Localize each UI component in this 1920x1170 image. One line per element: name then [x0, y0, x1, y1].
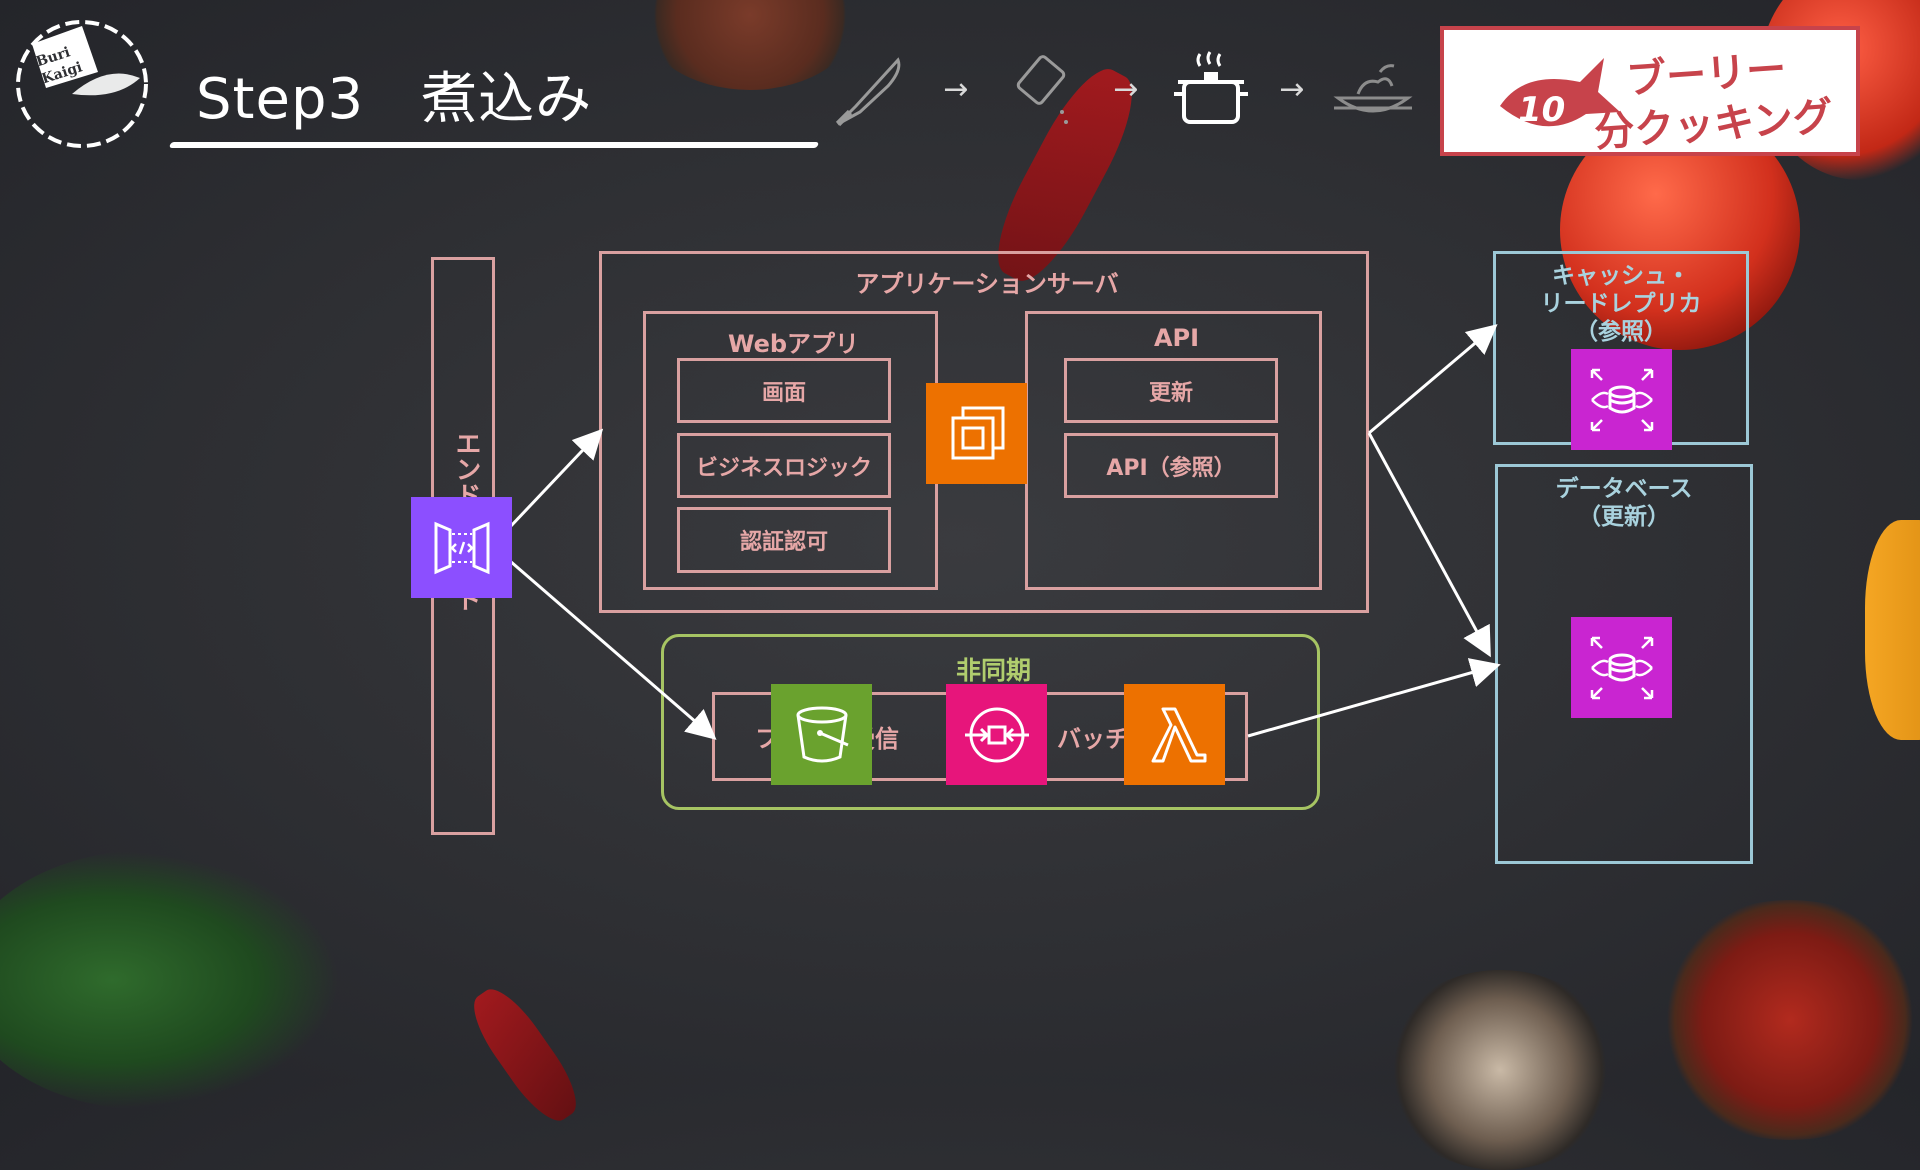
- lambda-icon: [1124, 684, 1225, 785]
- pour-icon: [1006, 50, 1086, 130]
- arrow-app-to-cache: [1368, 324, 1498, 435]
- badge-number: 10: [1518, 90, 1566, 130]
- cache-box: キャッシュ・ リードレプリカ （参照）: [1493, 251, 1749, 445]
- async-box: 非同期: [661, 634, 1320, 810]
- webapp-item-auth: 認証認可: [677, 507, 891, 573]
- cache-line3: （参照）: [1575, 319, 1667, 345]
- dish-icon: [1330, 54, 1416, 128]
- webapp-title: Webアプリ: [727, 330, 860, 358]
- sqs-queue-icon: [946, 684, 1047, 785]
- page-title: Step3 煮込み: [196, 67, 593, 132]
- arrow-right-icon: →: [1113, 71, 1139, 107]
- cache-line1: キャッシュ・: [1552, 263, 1690, 289]
- async-title: 非同期: [955, 656, 1031, 685]
- app-server-title: アプリケーションサーバ: [855, 270, 1119, 298]
- brand-badge: 10 ブーリー 分クッキング: [1440, 26, 1860, 156]
- arrow-batch-to-database: [1247, 658, 1501, 738]
- arrow-right-icon: →: [1279, 71, 1305, 107]
- buri-kaigi-logo: Buri Kaigi: [12, 14, 160, 152]
- ec2-compute-icon: [926, 383, 1027, 484]
- arrow-right-icon: →: [943, 71, 969, 107]
- cache-line2: リードレプリカ: [1540, 291, 1702, 317]
- fish-icon: [1494, 52, 1624, 142]
- api-item-update: 更新: [1064, 358, 1278, 423]
- arrow-app-to-database: [1367, 432, 1491, 658]
- database-line1: データベース: [1555, 476, 1693, 502]
- webapp-item-screen: 画面: [677, 358, 891, 423]
- knife-icon: [828, 50, 908, 130]
- webapp-item-business-logic: ビジネスロジック: [677, 433, 891, 498]
- async-row-right-text: バッチ: [1057, 725, 1129, 753]
- s3-bucket-icon: [771, 684, 872, 785]
- pot-icon: [1170, 48, 1252, 132]
- api-item-read: API（参照）: [1064, 433, 1278, 498]
- arrow-gateway-to-app: [508, 428, 604, 529]
- rds-database-icon: [1571, 617, 1672, 718]
- database-line2: （更新）: [1578, 504, 1670, 530]
- pepper-decoration: [1865, 520, 1920, 740]
- api-gateway-icon: [411, 497, 512, 598]
- arrow-gateway-to-async: [509, 559, 717, 740]
- herbs-decoration: [0, 850, 340, 1110]
- api-title: API: [1153, 324, 1200, 352]
- elasticache-icon: [1571, 349, 1672, 450]
- connector-arrows: [508, 324, 1501, 740]
